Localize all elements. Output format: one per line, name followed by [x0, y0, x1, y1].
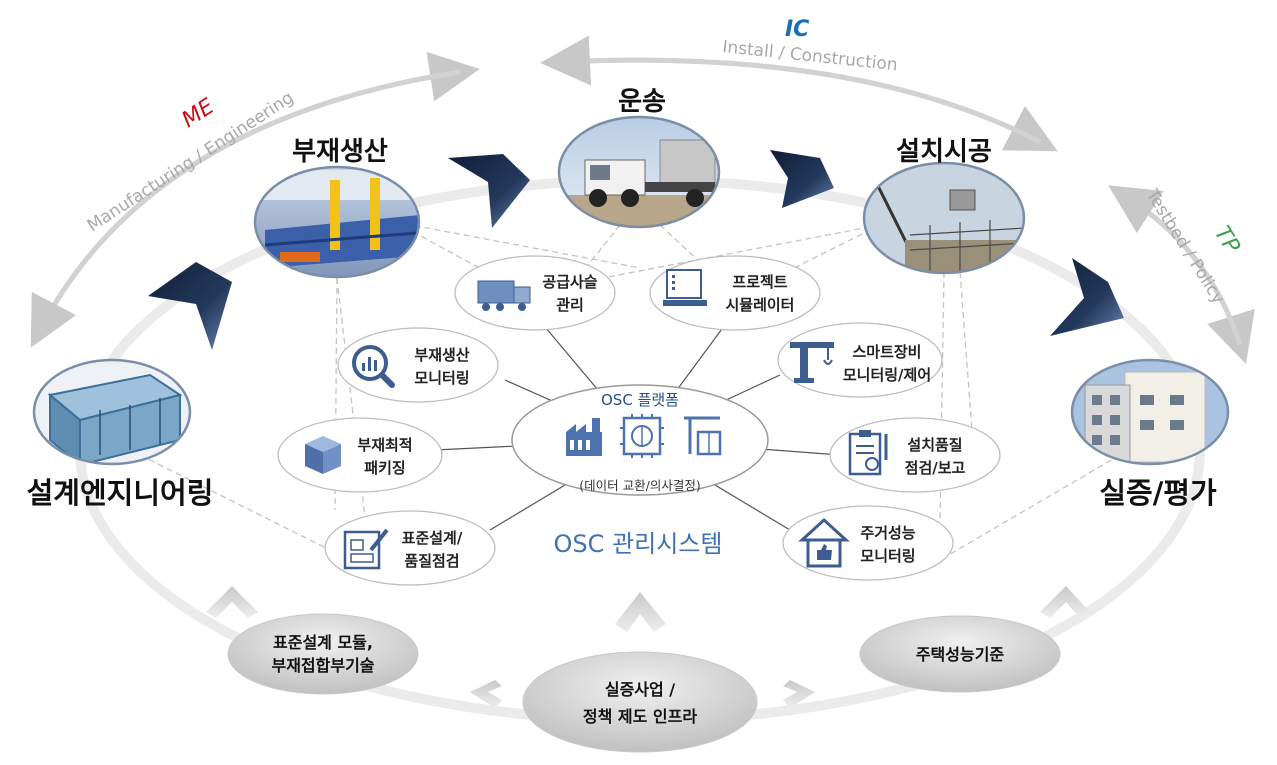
install-photo: [864, 163, 1024, 273]
design-photo-frame: [32, 358, 192, 466]
ic-arc-code: IC: [785, 17, 809, 42]
chevron-right-bottom: [783, 680, 815, 708]
foundation-left-line2: 부재접합부기술: [271, 656, 374, 675]
design-photo: [34, 360, 190, 464]
module-production-monitoring[interactable]: 부재생산 모니터링: [337, 327, 499, 403]
me-arc-code: ME: [178, 94, 219, 133]
foundation-left-line1: 표준설계 모듈,: [273, 633, 373, 652]
chevron-production-to-transport: [448, 154, 530, 228]
module-production-monitoring-line1: 부재생산: [414, 346, 469, 364]
module-housing-performance-line2: 모니터링: [860, 547, 915, 565]
factory-icon: [566, 418, 602, 456]
ic-arc-start: [540, 35, 1042, 145]
module-standard-design-line1: 표준설계/: [402, 529, 463, 547]
foundation-right-line1: 주택성능기준: [916, 645, 1005, 664]
ai-chip-icon: [620, 414, 664, 458]
production-photo-frame: [253, 165, 421, 279]
truck-icon: [477, 280, 531, 311]
stage-title-install: 설치시공: [896, 137, 992, 167]
module-smart-equipment-line1: 스마트장비: [852, 343, 921, 361]
module-production-monitoring-line2: 모니터링: [414, 369, 469, 387]
me-arc-start: [30, 69, 461, 348]
module-optimal-packaging-line2: 패키징: [364, 459, 405, 477]
module-install-quality-line2: 점검/보고: [905, 459, 966, 477]
computer-icon: [663, 269, 707, 306]
tp-arc-label: Testbed / Policy: [1141, 185, 1228, 308]
osc-platform-hub[interactable]: OSC 플랫폼 (데이터 교환/의사결정): [511, 384, 769, 496]
transport-photo-frame: [557, 115, 721, 229]
house-thumb-icon: [798, 517, 850, 568]
module-project-simulator-line1: 프로젝트: [732, 273, 787, 291]
module-supply-chain-line2: 관리: [556, 296, 584, 314]
module-supply-chain[interactable]: 공급사슬 관리: [454, 255, 616, 331]
chevron-left-bottom: [470, 680, 502, 708]
tp-arc: [1123, 193, 1255, 365]
transport-photo: [559, 117, 719, 227]
module-housing-performance[interactable]: 주거성능 모니터링: [782, 505, 954, 581]
module-optimal-packaging-line1: 부재최적: [357, 436, 412, 454]
module-project-simulator-line2: 시뮬레이터: [725, 296, 794, 314]
foundation-center[interactable]: 실증사업 / 정책 제도 인프라: [522, 651, 758, 753]
system-title: OSC 관리시스템: [554, 530, 723, 558]
module-install-quality-line1: 설치품질: [907, 436, 962, 454]
building-crane-icon: [684, 416, 722, 456]
foundation-right[interactable]: 주택성능기준: [859, 615, 1061, 693]
verify-photo: [1072, 360, 1228, 464]
stage-title-verify: 실증/평가: [1099, 476, 1217, 510]
platform-title: OSC 플랫폼: [601, 391, 679, 409]
production-photo: [255, 167, 419, 277]
chevron-install-to-verify: [1050, 258, 1124, 336]
module-supply-chain-line1: 공급사슬: [542, 273, 597, 291]
chevron-up-right: [1040, 586, 1090, 618]
foundation-center-line2: 정책 제도 인프라: [583, 707, 697, 726]
chevron-up-center: [615, 592, 666, 632]
module-standard-design[interactable]: 표준설계/ 품질점검: [324, 510, 496, 586]
tp-arc-code: TP: [1209, 222, 1245, 259]
platform-subtitle: (데이터 교환/의사결정): [579, 478, 700, 493]
module-project-simulator[interactable]: 프로젝트 시뮬레이터: [649, 255, 821, 331]
stage-title-design: 설계엔지니어링: [27, 476, 214, 510]
chevron-up-left: [206, 586, 258, 618]
crane-icon: [790, 342, 834, 383]
stage-title-transport: 운송: [618, 87, 666, 117]
blueprint-pen-icon: [343, 528, 389, 570]
module-housing-performance-line1: 주거성능: [860, 524, 915, 542]
module-smart-equipment-line2: 모니터링/제어: [843, 366, 931, 384]
magnifier-chart-icon: [352, 345, 395, 388]
foundation-center-line1: 실증사업 /: [605, 680, 675, 699]
module-smart-equipment[interactable]: 스마트장비 모니터링/제어: [777, 322, 943, 398]
module-optimal-packaging[interactable]: 부재최적 패키징: [277, 417, 443, 493]
chevron-transport-to-install: [770, 150, 834, 208]
foundation-left[interactable]: 표준설계 모듈, 부재접합부기술: [227, 613, 419, 695]
verify-photo-frame: [1070, 358, 1230, 466]
tp-arc-start: [1108, 185, 1243, 346]
chevron-design-to-production: [148, 262, 232, 350]
install-photo-frame: [862, 161, 1026, 275]
clipboard-check-icon: [848, 430, 888, 476]
stage-title-production: 부재생산: [292, 137, 388, 167]
module-standard-design-line2: 품질점검: [404, 552, 459, 570]
cube-package-icon: [305, 436, 341, 474]
module-install-quality[interactable]: 설치품질 점검/보고: [829, 417, 1001, 493]
